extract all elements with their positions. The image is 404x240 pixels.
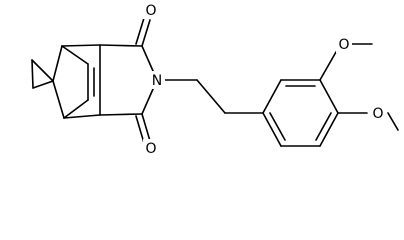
cyclopropane-ring xyxy=(31,59,54,89)
methoxy-groups xyxy=(319,43,399,131)
atom-label-n: N xyxy=(152,73,162,89)
succinimide-ring xyxy=(99,44,158,116)
benzene-ring xyxy=(262,79,339,147)
atom-labels: O N O O O xyxy=(143,1,386,157)
atom-label-o-methoxy-para: O xyxy=(372,106,383,122)
atom-label-o-top: O xyxy=(145,3,156,19)
norbornene-cage xyxy=(52,44,101,119)
atom-label-o-bottom: O xyxy=(145,141,156,157)
ethyl-linker xyxy=(156,79,264,114)
chemical-structure-diagram: O N O O O xyxy=(31,1,399,157)
carbonyl-bonds xyxy=(135,17,151,144)
atom-label-o-methoxy-meta: O xyxy=(338,37,349,53)
